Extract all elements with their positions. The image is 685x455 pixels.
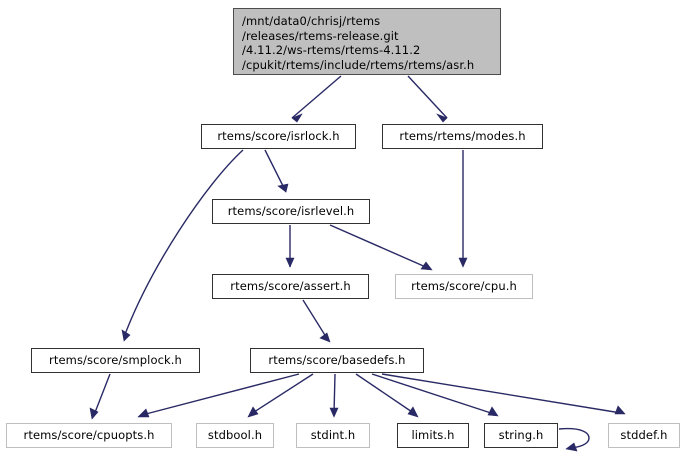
node-label-isrlevel: rtems/score/isrlevel.h bbox=[227, 204, 355, 218]
arrowhead-basedefs-to-stdint bbox=[329, 407, 339, 418]
node-basedefs[interactable]: rtems/score/basedefs.h bbox=[250, 348, 424, 373]
arrowhead-basedefs-to-stdbool bbox=[247, 406, 259, 418]
node-label-cpu: rtems/score/cpu.h bbox=[411, 279, 517, 293]
node-label-isrlock: rtems/score/isrlock.h bbox=[217, 129, 340, 143]
edge-string-to-string bbox=[558, 427, 590, 449]
arrowhead-isrlock-to-isrlevel bbox=[277, 183, 289, 193]
arrowhead-isrlock-to-smplock bbox=[121, 329, 131, 342]
edge-assert-to-basedefs bbox=[302, 299, 329, 341]
edge-root-to-modes bbox=[407, 75, 448, 119]
edge-isrlock-to-smplock bbox=[123, 149, 244, 338]
arrowhead-basedefs-to-limits bbox=[407, 406, 419, 418]
edge-basedefs-to-string bbox=[371, 373, 495, 415]
arrowhead-root-to-modes bbox=[436, 113, 448, 123]
arrowhead-basedefs-to-stddef bbox=[614, 405, 626, 415]
node-label-smplock: rtems/score/smplock.h bbox=[49, 353, 182, 367]
node-modes[interactable]: rtems/rtems/modes.h bbox=[382, 124, 543, 149]
node-label-assert: rtems/score/assert.h bbox=[230, 279, 351, 293]
node-stdint[interactable]: stdint.h bbox=[296, 423, 370, 448]
arrowhead-assert-to-basedefs bbox=[319, 332, 331, 343]
node-cpuopts[interactable]: rtems/score/cpuopts.h bbox=[6, 423, 172, 448]
node-label-root: /mnt/data0/chrisj/rtems /releases/rtems-… bbox=[242, 14, 475, 72]
arrowhead-modes-to-cpu bbox=[458, 257, 468, 268]
node-stddef[interactable]: stddef.h bbox=[608, 423, 680, 448]
node-smplock[interactable]: rtems/score/smplock.h bbox=[31, 348, 200, 373]
arrowhead-string-to-string bbox=[565, 442, 578, 452]
node-label-stdint: stdint.h bbox=[310, 428, 356, 442]
arrowhead-root-to-isrlock bbox=[291, 113, 303, 123]
node-label-limits: limits.h bbox=[411, 428, 455, 442]
arrowhead-basedefs-to-string bbox=[487, 406, 499, 417]
arrowhead-basedefs-to-cpuopts bbox=[137, 408, 150, 418]
edge-basedefs-to-stddef bbox=[381, 373, 622, 414]
node-limits[interactable]: limits.h bbox=[397, 423, 469, 448]
node-label-stddef: stddef.h bbox=[620, 428, 668, 442]
arrowhead-isrlevel-to-assert bbox=[285, 257, 295, 268]
edge-smplock-to-cpuopts bbox=[93, 373, 111, 416]
edge-basedefs-to-limits bbox=[355, 373, 416, 415]
edge-isrlevel-to-cpu bbox=[329, 224, 429, 269]
node-cpu[interactable]: rtems/score/cpu.h bbox=[395, 274, 533, 299]
node-isrlevel[interactable]: rtems/score/isrlevel.h bbox=[212, 199, 370, 224]
edge-basedefs-to-stdint bbox=[333, 373, 336, 415]
edge-basedefs-to-stdbool bbox=[250, 373, 314, 415]
node-label-basedefs: rtems/score/basedefs.h bbox=[268, 353, 406, 367]
node-label-string: string.h bbox=[498, 428, 544, 442]
edge-root-to-isrlock bbox=[291, 75, 342, 119]
edge-basedefs-to-cpuopts bbox=[141, 373, 300, 416]
edges-group bbox=[89, 75, 626, 452]
node-isrlock[interactable]: rtems/score/isrlock.h bbox=[201, 124, 356, 149]
node-root[interactable]: /mnt/data0/chrisj/rtems /releases/rtems-… bbox=[233, 8, 501, 75]
arrowhead-smplock-to-cpuopts bbox=[89, 407, 99, 420]
node-label-cpuopts: rtems/score/cpuopts.h bbox=[23, 428, 155, 442]
node-label-modes: rtems/rtems/modes.h bbox=[399, 129, 526, 143]
node-string[interactable]: string.h bbox=[484, 423, 558, 448]
arrowhead-isrlevel-to-cpu bbox=[420, 261, 433, 271]
node-assert[interactable]: rtems/score/assert.h bbox=[212, 274, 369, 299]
node-stdbool[interactable]: stdbool.h bbox=[196, 423, 274, 448]
node-label-stdbool: stdbool.h bbox=[207, 428, 263, 442]
